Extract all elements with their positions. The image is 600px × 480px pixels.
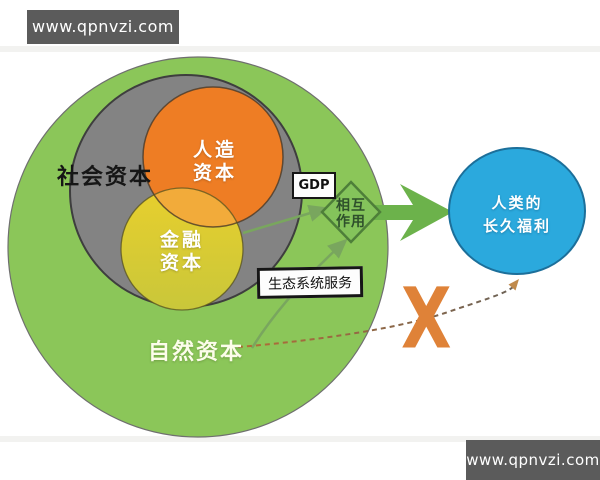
financial-capital-label-line2: 资本 (159, 251, 204, 274)
welfare-label: 人类的 长久福利 (457, 192, 577, 239)
ecosystem-services-tag: 生态系统服务 (256, 266, 364, 299)
manmade-capital-label-line1: 人造 (192, 139, 237, 161)
photo-band-bottom (0, 436, 600, 442)
blocked-path-dashed-arrow (237, 286, 514, 348)
gdp-tag: GDP (292, 172, 336, 199)
main-flow-arrow (372, 184, 453, 241)
welfare-circle (448, 147, 586, 275)
dashed-arrow-head (508, 279, 519, 291)
x-blocked-mark: X (401, 271, 452, 368)
interaction-label-line2: 作用 (336, 214, 366, 231)
financial-capital-label-line1: 金融 (159, 229, 204, 251)
welfare-label-line1: 人类的 (491, 194, 543, 212)
interaction-label-line1: 相互 (336, 198, 366, 214)
interaction-label: 相互 作用 (323, 198, 379, 230)
financial-circle-outline (120, 187, 244, 311)
welfare-label-line2: 长久福利 (482, 217, 551, 236)
manmade-capital-label-line2: 资本 (192, 161, 237, 184)
interaction-diamond (320, 180, 382, 244)
manmade-circle-outline (142, 86, 284, 228)
natural-capital-label: 自然资本 (148, 340, 245, 365)
financial-capital-label: 金融 资本 (132, 229, 232, 275)
social-capital-label: 社会资本 (57, 165, 154, 190)
manmade-capital-label: 人造 资本 (165, 139, 265, 185)
watermark-bottom-right: www.qpnvzi.com (466, 440, 600, 480)
photo-band-top (0, 46, 600, 52)
watermark-top-left: www.qpnvzi.com (27, 10, 179, 44)
gdp-flow-arrow (242, 204, 329, 235)
